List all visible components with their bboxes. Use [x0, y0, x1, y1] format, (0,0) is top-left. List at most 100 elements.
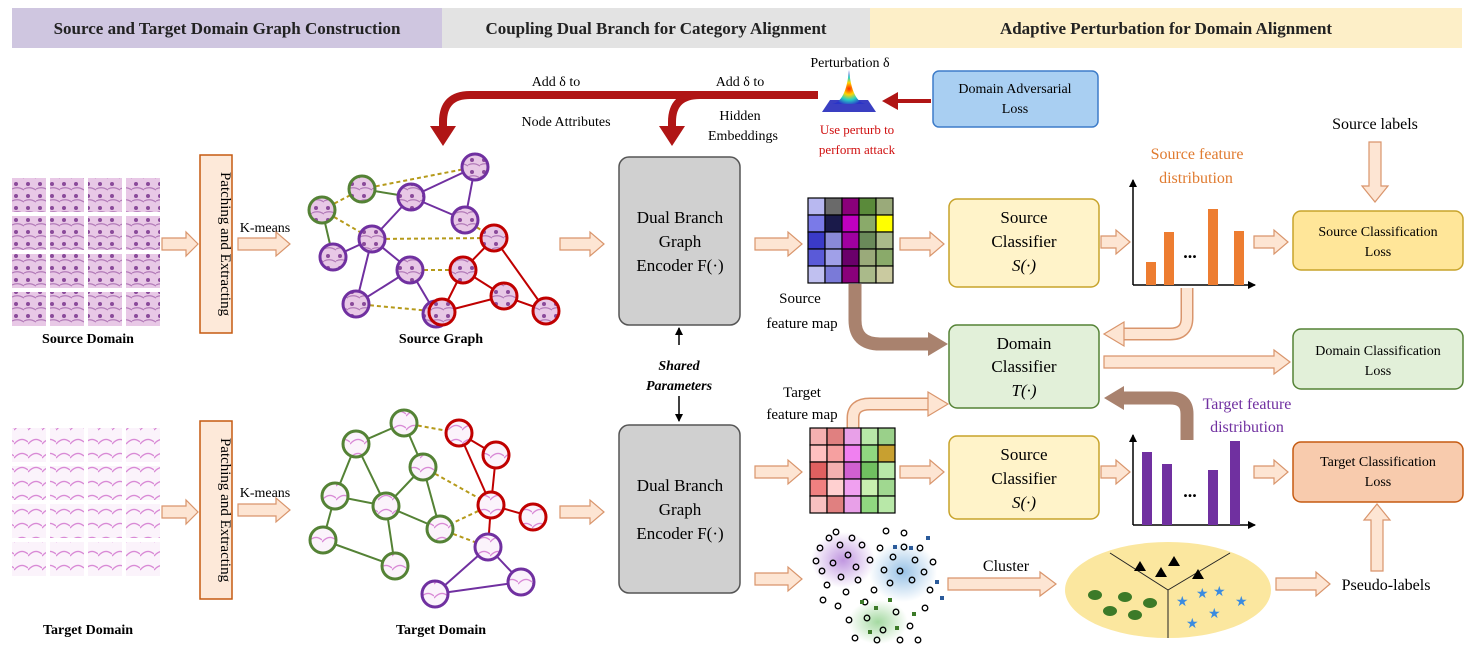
feature-cell: [875, 265, 894, 284]
domain-classifier-line1: Domain: [997, 334, 1052, 353]
tissue-patch: [50, 466, 84, 500]
graph-node: [518, 502, 548, 532]
tissue-patch: [50, 292, 84, 326]
tissue-patch: [126, 542, 160, 576]
target-encoder-line1: Dual Branch: [637, 476, 724, 495]
source-graph-label: Source Graph: [399, 332, 483, 347]
feature-cell: [843, 478, 862, 497]
scatter-point: [914, 636, 922, 644]
graph-node: [531, 296, 561, 326]
shared-parameters-line1: Shared: [658, 359, 700, 374]
scatter-point: [866, 556, 874, 564]
feature-cell: [824, 231, 843, 250]
cluster-label: Cluster: [983, 558, 1030, 575]
tissue-patch: [12, 428, 46, 462]
graph-dashed-edge: [371, 237, 495, 240]
hidden-label-line1: Hidden: [719, 109, 760, 124]
source-classification-loss-box: [1292, 210, 1464, 271]
target-arrow-6: [1100, 458, 1131, 486]
scatter-point: [837, 573, 845, 581]
target-embedding-scatter: [811, 527, 944, 644]
perturbation-peak-icon: [822, 70, 876, 112]
perturbation-note-line2: perform attack: [819, 142, 896, 157]
graph-node: [396, 182, 426, 212]
feature-cell: [875, 231, 894, 250]
source-dist-bar-2: [1164, 232, 1174, 285]
tissue-patch: [126, 428, 160, 462]
tissue-patch: [50, 542, 84, 576]
scatter-point-blue: [935, 580, 939, 584]
tissue-patch: [12, 504, 46, 538]
scatter-point: [832, 528, 840, 536]
graph-node: [320, 481, 350, 511]
domain-loss-line2: Loss: [1365, 364, 1391, 379]
tissue-patch: [88, 254, 122, 288]
source-classifier-line1: Source: [1000, 208, 1047, 227]
feature-cell: [877, 478, 896, 497]
scatter-point: [825, 534, 833, 542]
source-classifier-line3: S(·): [1012, 256, 1036, 275]
tissue-patch: [88, 504, 122, 538]
target-distribution-chart: ...: [1129, 434, 1256, 529]
source-dist-to-domain-arrow: [1102, 288, 1194, 348]
tissue-patch: [88, 216, 122, 250]
scatter-point-blue: [909, 546, 913, 550]
scatter-point: [848, 534, 856, 542]
source-arrow-7: [1253, 228, 1289, 256]
scatter-point: [896, 636, 904, 644]
svg-text:★: ★: [1186, 616, 1199, 632]
feature-cell: [875, 214, 894, 233]
target-graph: [308, 408, 548, 609]
graph-node: [448, 255, 478, 285]
scatter-point: [920, 568, 928, 576]
target-patching-box: [199, 420, 233, 600]
target-feature-map: [809, 427, 896, 514]
target-feature-map-line1: Target: [783, 385, 822, 401]
feature-cell: [843, 495, 862, 514]
graph-node: [481, 440, 511, 470]
graph-node: [395, 255, 425, 285]
scatter-point: [908, 576, 916, 584]
source-encoder-line1: Dual Branch: [637, 208, 724, 227]
pseudo-to-loss-arrow: [1362, 503, 1392, 572]
source-classifier-box: [948, 198, 1100, 288]
graph-node: [347, 174, 377, 204]
graph-edge: [493, 237, 547, 312]
graph-node: [460, 152, 490, 182]
target-patching-label: Patching and Extracting: [217, 438, 233, 583]
target-loss-line2: Loss: [1365, 475, 1391, 490]
tissue-patch: [12, 292, 46, 326]
source-feature-map-line1: Source: [779, 291, 821, 307]
shared-parameters-line2: Parameters: [646, 379, 713, 394]
scatter-point: [880, 566, 888, 574]
feature-cell: [809, 444, 828, 463]
scatter-point-blue: [893, 545, 897, 549]
target-feature-map-line2: feature map: [766, 407, 837, 423]
graph-node: [341, 429, 371, 459]
scatter-point: [921, 604, 929, 612]
tissue-patch: [126, 292, 160, 326]
feature-cell: [858, 231, 877, 250]
feature-cell: [860, 427, 879, 446]
feature-cell: [809, 478, 828, 497]
tissue-patch: [12, 466, 46, 500]
source-encoder-box: [618, 156, 741, 326]
target-arrow-cluster-in: [754, 565, 803, 593]
source-graph: [307, 152, 561, 329]
perturbation-title: Perturbation δ: [810, 56, 890, 71]
add-delta-hidden-label: Add δ to: [716, 75, 765, 90]
target-dist-line2: distribution: [1210, 419, 1284, 436]
target-encoder-line2: Graph: [659, 500, 702, 519]
target-loss-line1: Target Classification: [1320, 455, 1436, 470]
target-encoder-box: [618, 424, 741, 594]
tissue-patch: [50, 504, 84, 538]
feature-cell: [824, 248, 843, 267]
target-arrow-2: [237, 496, 291, 524]
tissue-patch: [12, 254, 46, 288]
feature-cell: [858, 248, 877, 267]
scatter-point: [854, 576, 862, 584]
source-arrow-4: [754, 230, 803, 258]
perturbation-block: Perturbation δ Use perturb to perform at…: [430, 56, 1099, 157]
svg-text:★: ★: [1235, 594, 1248, 610]
feature-cell: [860, 461, 879, 480]
